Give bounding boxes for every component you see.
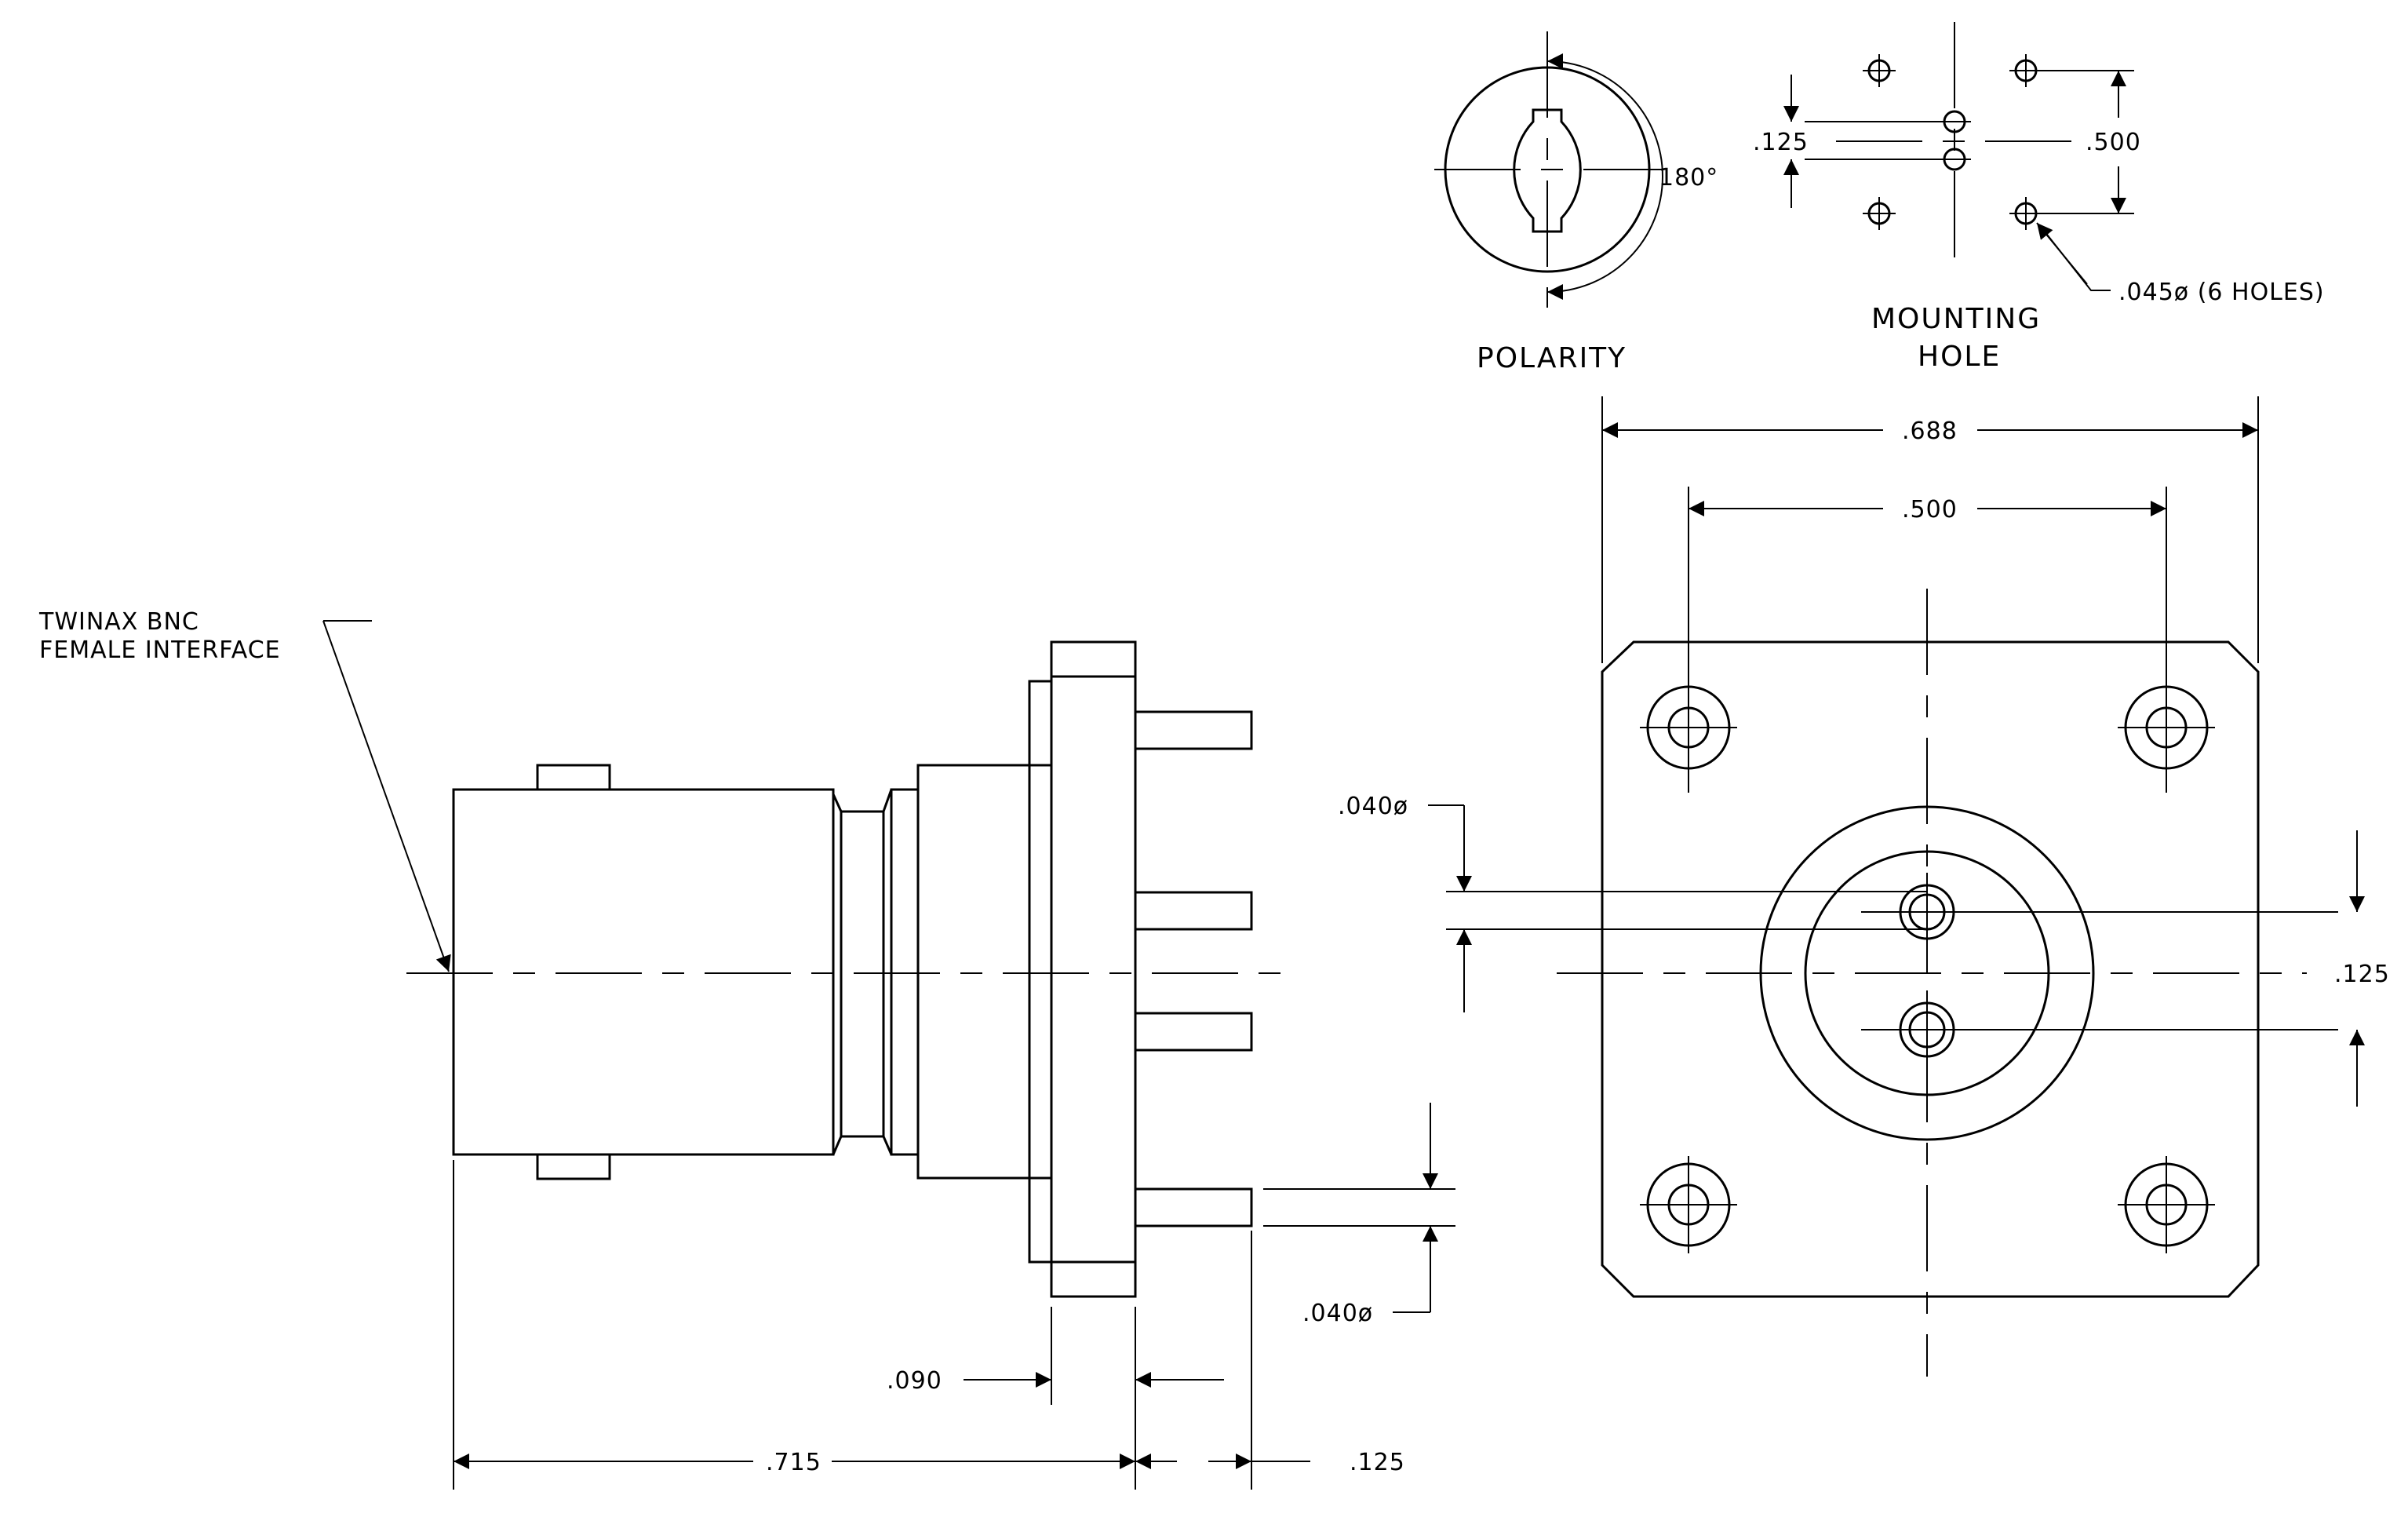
flange-lip-top [1028, 680, 1053, 767]
flange [1050, 640, 1137, 1298]
polarity-title: POLARITY [1477, 342, 1627, 374]
interface-leader-arrow [322, 620, 451, 972]
dim-width-overall: .688 [1902, 418, 1958, 445]
polarity-arc [1546, 53, 1663, 300]
flange-lip-bottom [1028, 1176, 1053, 1264]
pattern-hole-2 [2009, 54, 2042, 87]
outer-ring [1759, 805, 2095, 1141]
holes-leader-arrow [2036, 222, 2088, 285]
dim-width-bolt: .500 [1902, 496, 1958, 523]
barrel-body [452, 788, 835, 1156]
mounting-hole-pattern [1783, 22, 2134, 291]
dim-body-length: .715 [766, 1449, 821, 1476]
inner-ring [1804, 850, 2050, 1096]
side-view [322, 620, 1455, 1490]
interface-label-line2: FEMALE INTERFACE [39, 636, 281, 664]
flange-outline [1601, 640, 2260, 1298]
bayonet-stud-bottom [536, 1153, 611, 1180]
mounting-hole-bottom-right [2118, 1156, 2215, 1253]
pin-4 [1134, 1187, 1253, 1227]
dim-pin-dia-front: .040ø [1338, 793, 1408, 820]
mounting-hole-bottom-left [1640, 1156, 1737, 1253]
mounting-title-line1: MOUNTING [1871, 303, 2041, 335]
pattern-hole-4 [2009, 197, 2042, 230]
dim-pin-dia-side: .040ø [1302, 1300, 1373, 1327]
bayonet-stud-top [536, 764, 611, 791]
dim-pin-spacing-front: .125 [2334, 961, 2390, 988]
holes-leader [2041, 227, 2111, 291]
holes-note: .045ø (6 HOLES) [2118, 279, 2325, 306]
pattern-hole-1 [1863, 54, 1896, 87]
pattern-hole-3 [1863, 197, 1896, 230]
angle-label: 180° [1659, 164, 1718, 191]
dim-pin-length: .125 [1350, 1449, 1405, 1476]
pin-2 [1134, 891, 1253, 931]
polarity-view [1434, 31, 1663, 308]
neck-groove [840, 810, 885, 1138]
front-view [1428, 396, 2365, 1377]
dim-hole-spacing-small: .125 [1753, 129, 1809, 156]
rear-body [916, 764, 1031, 1180]
interface-label-line1: TWINAX BNC [38, 608, 199, 636]
rear-step [890, 788, 920, 1156]
pin-3 [1134, 1012, 1253, 1052]
mounting-title-line2: HOLE [1918, 341, 2001, 373]
dim-flange-thickness: .090 [887, 1367, 942, 1395]
dim-hole-spacing-large: .500 [2086, 129, 2141, 156]
pin-1 [1134, 710, 1253, 750]
